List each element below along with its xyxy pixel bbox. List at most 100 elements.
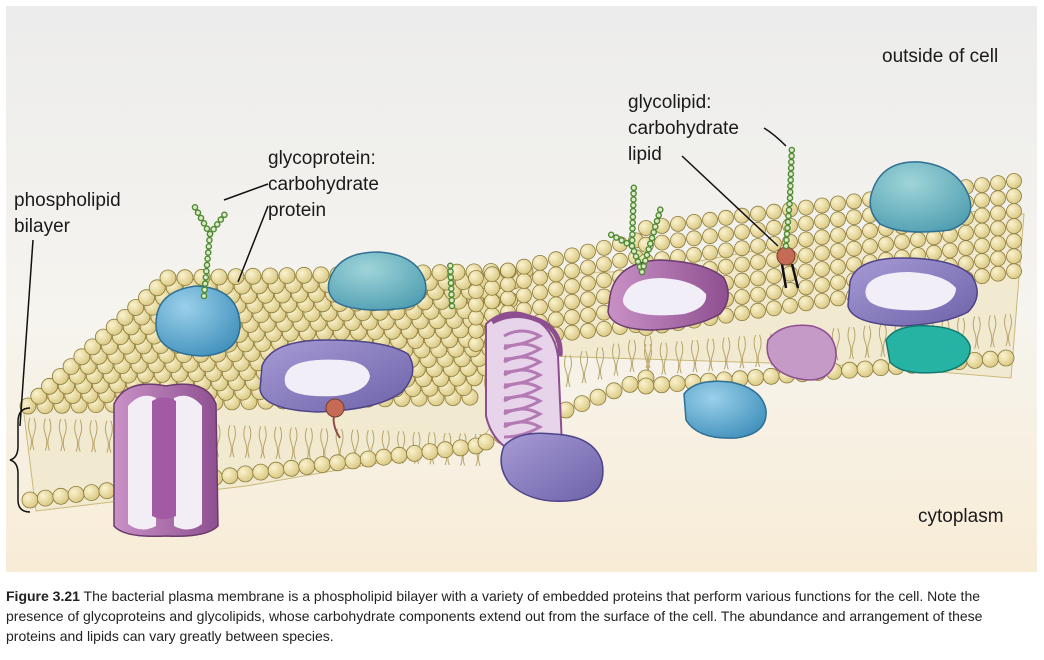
lipid-head <box>468 296 484 313</box>
lipid-head <box>95 328 112 346</box>
lipid-head <box>814 245 830 262</box>
sugar-unit <box>787 170 795 178</box>
lipid-head <box>654 234 670 251</box>
sugar-unit <box>653 217 661 225</box>
lipid-head <box>573 395 591 413</box>
lipid-head <box>878 236 894 253</box>
lipid-head <box>589 388 607 406</box>
lipid-head <box>51 368 69 385</box>
sugar-unit <box>650 228 658 236</box>
sugar-unit <box>202 274 210 281</box>
lipid-head <box>798 263 814 280</box>
sugar-unit <box>657 206 664 213</box>
sugar-unit <box>201 280 209 287</box>
lipid-head <box>814 292 830 309</box>
glycoprotein-carbohydrate-leader <box>223 183 269 201</box>
lipid-head <box>910 231 926 248</box>
lipid-head <box>468 322 484 339</box>
lipid-head <box>52 487 70 505</box>
sugar-unit <box>787 176 795 184</box>
membrane-diagram: outside of cell cytoplasm phospholipid b… <box>6 6 1037 572</box>
label-glycolipid: glycolipid: carbohydrate lipid <box>628 92 739 165</box>
lipid-head <box>750 205 766 222</box>
lipid-head <box>267 461 285 479</box>
sugar-unit <box>655 211 663 219</box>
lipid-tail <box>564 354 572 388</box>
lipid-head <box>596 272 612 289</box>
lipid-head <box>750 254 766 271</box>
lipid-head <box>516 273 532 289</box>
bilayer-bracket <box>9 407 31 513</box>
lipid-head <box>159 269 177 287</box>
lipid-head <box>83 484 100 502</box>
sugar-unit <box>652 223 659 230</box>
lipid-head <box>612 252 628 269</box>
lipid-tail <box>580 351 588 384</box>
sugar-unit <box>782 242 790 250</box>
transport-protein-left <box>259 339 414 413</box>
lipid-head <box>116 308 134 326</box>
lipid-head <box>516 258 532 275</box>
label-phospholipid-bilayer: phospholipid bilayer <box>14 190 121 237</box>
lipid-tail <box>289 427 298 460</box>
lipid-head <box>548 281 564 298</box>
lipid-head <box>766 284 782 301</box>
lipid-head <box>830 211 846 228</box>
lipid-tail <box>89 420 98 453</box>
sugar-unit <box>783 230 791 238</box>
lipid-head <box>990 175 1006 192</box>
lipid-head <box>278 267 296 285</box>
sugar-unit <box>447 285 455 293</box>
lipid-head <box>846 256 862 273</box>
lipid-head <box>990 265 1006 282</box>
lipid-head <box>990 250 1006 267</box>
lipid-head <box>312 266 330 284</box>
svg-text:carbohydrate: carbohydrate <box>628 118 739 139</box>
lipid-head <box>766 300 782 317</box>
lipid-head <box>244 267 262 285</box>
svg-text:carbohydrate: carbohydrate <box>268 174 379 195</box>
lipid-tail <box>690 339 699 373</box>
lipid-head <box>564 324 580 341</box>
lipid-head <box>766 235 782 252</box>
sugar-unit <box>607 231 615 239</box>
lipid-tail <box>320 428 329 461</box>
lipid-head <box>974 253 990 269</box>
lipid-head <box>974 268 990 285</box>
lipid-tail <box>847 326 856 360</box>
peripheral-protein-bottom-blue <box>683 380 767 439</box>
lipid-head <box>814 197 830 214</box>
peripheral-protein-pink <box>766 324 837 381</box>
lipid-head <box>298 458 316 475</box>
sugar-unit <box>634 258 642 265</box>
lipid-head <box>127 299 145 316</box>
lipid-head <box>1006 248 1022 265</box>
sugar-unit <box>623 239 631 247</box>
alpha-helix <box>503 329 544 439</box>
lipid-tail <box>243 425 252 458</box>
lipid-head <box>942 242 958 259</box>
lipid-tail <box>28 417 36 451</box>
lipid-head <box>421 443 439 461</box>
lipid-head <box>484 293 500 310</box>
lipid-head <box>750 238 766 254</box>
lipid-head <box>1006 188 1022 205</box>
lipid-head <box>548 251 564 268</box>
sugar-unit <box>200 219 208 227</box>
sugar-unit <box>788 158 795 166</box>
lipid-head <box>734 272 750 289</box>
sugar-unit <box>638 268 646 276</box>
lipid-tail <box>104 420 113 453</box>
lipid-head <box>564 309 580 326</box>
sugar-unit <box>203 261 211 269</box>
lipid-head <box>580 243 596 260</box>
sugar-unit <box>784 218 792 226</box>
lipid-head <box>452 439 470 457</box>
lipid-head <box>621 375 639 393</box>
helix-coil <box>503 420 544 439</box>
lipid-head <box>846 224 862 241</box>
sugar-unit <box>613 234 620 241</box>
lipid-tail <box>227 424 236 458</box>
lipid-head <box>282 459 300 477</box>
sugar-unit <box>210 225 217 233</box>
